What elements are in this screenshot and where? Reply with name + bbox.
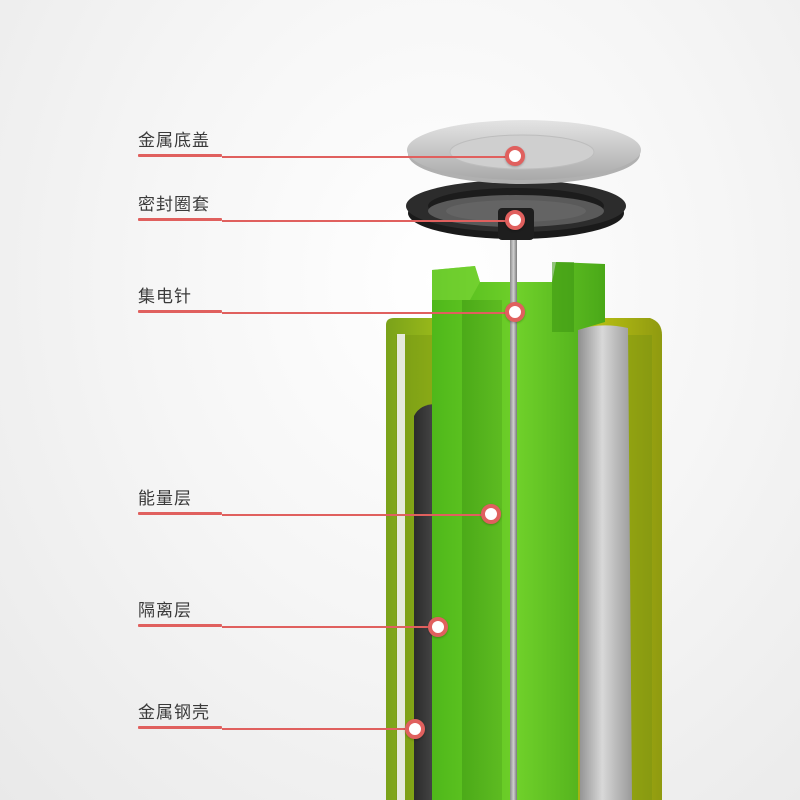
marker-dot — [505, 146, 525, 166]
leader-line — [222, 728, 416, 730]
leader-line — [222, 156, 516, 158]
callout-underline — [138, 726, 222, 729]
leader-line — [222, 312, 516, 314]
callout-label: 金属底盖 — [138, 131, 210, 151]
marker-dot — [428, 617, 448, 637]
marker-dot — [405, 719, 425, 739]
current-pin-shape — [510, 236, 517, 800]
leader-line — [222, 626, 439, 628]
leader-line — [222, 220, 516, 222]
marker-dot — [505, 210, 525, 230]
leader-line — [222, 514, 492, 516]
callout-label: 能量层 — [138, 489, 192, 509]
callout-underline — [138, 154, 222, 157]
callout-underline — [138, 310, 222, 313]
callout-underline — [138, 624, 222, 627]
callout-underline — [138, 512, 222, 515]
callout-label: 密封圈套 — [138, 195, 210, 215]
marker-dot — [505, 302, 525, 322]
marker-dot — [481, 504, 501, 524]
callout-label: 隔离层 — [138, 601, 192, 621]
callout-label: 金属钢壳 — [138, 703, 210, 723]
callout-label: 集电针 — [138, 287, 192, 307]
callout-underline — [138, 218, 222, 221]
